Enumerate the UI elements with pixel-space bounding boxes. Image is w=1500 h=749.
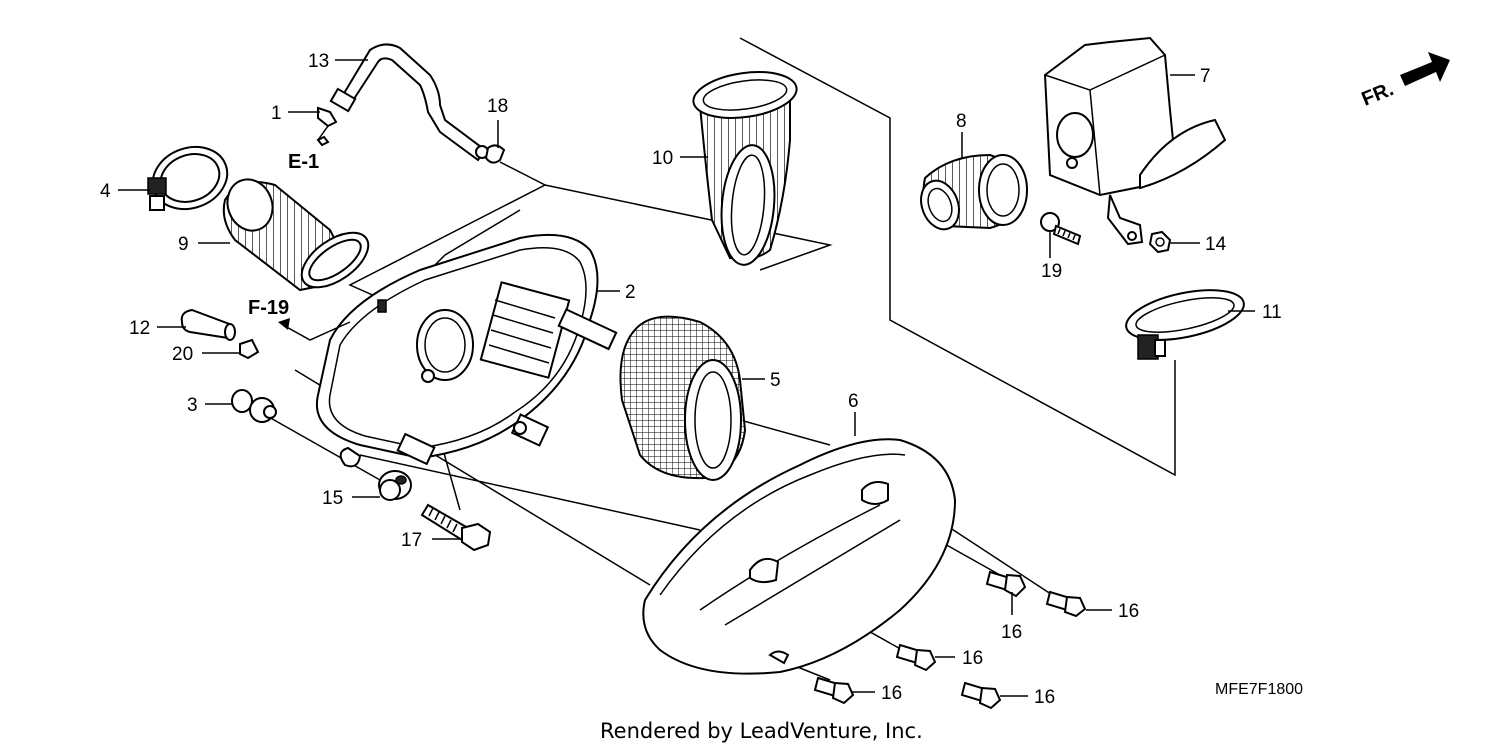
joint-tube-8: [920, 153, 1028, 231]
callout-1: 1: [271, 103, 282, 124]
callout-4: 4: [100, 181, 111, 202]
screw-16-d: [813, 676, 855, 705]
reference-e1[interactable]: E-1: [288, 151, 319, 173]
front-label: FR.: [1359, 78, 1397, 110]
front-direction-arrow: FR.: [1359, 52, 1450, 111]
callout-10: 10: [652, 148, 673, 169]
callout-2: 2: [625, 282, 636, 303]
callout-18: 18: [487, 96, 508, 117]
screw-16-b: [1045, 590, 1087, 618]
diagram-code: MFE7F1800: [1215, 681, 1303, 698]
hose-clip-1: [316, 106, 338, 147]
bolt-19: [1040, 212, 1082, 246]
hose-clip-18: [484, 144, 506, 164]
air-cleaner-cover: [642, 438, 957, 675]
callout-14: 14: [1205, 234, 1227, 255]
leader-lines: [118, 59, 1255, 697]
nut-14: [1148, 230, 1172, 254]
credit-text: Rendered by LeadVenture, Inc.: [600, 719, 923, 743]
drain-plug: [180, 308, 260, 360]
callout-20: 20: [172, 344, 193, 365]
bolt-17: [420, 503, 492, 552]
intake-duct: [692, 71, 798, 266]
callout-19: 19: [1041, 261, 1062, 282]
callout-8: 8: [956, 111, 967, 132]
callout-16-b: 16: [1118, 601, 1139, 622]
connecting-tube: [222, 178, 370, 292]
screw-16-c: [895, 643, 937, 672]
callout-7: 7: [1200, 66, 1211, 87]
callout-12: 12: [129, 318, 150, 339]
callout-17: 17: [401, 530, 422, 551]
callout-6: 6: [848, 391, 859, 412]
grommet-3: [231, 389, 277, 423]
hose-band-11: [1125, 289, 1245, 360]
reference-f19[interactable]: F-19: [248, 297, 289, 319]
callouts: 13 1 18 4 9 10 8 7 14 19 11 2 5 6 12 20 …: [100, 51, 1282, 708]
breather-hose: [329, 43, 489, 162]
hose-band: [147, 145, 229, 211]
callout-15: 15: [322, 488, 343, 509]
air-cleaner-case: [315, 233, 618, 468]
callout-9: 9: [178, 234, 189, 255]
callout-16-c: 16: [962, 648, 983, 669]
callout-16-a: 16: [1001, 622, 1022, 643]
screw-16-e: [960, 681, 1002, 710]
callout-16-d: 16: [881, 683, 902, 704]
callout-11: 11: [1262, 302, 1282, 323]
intake-cover: [1043, 36, 1227, 246]
callout-16-e: 16: [1034, 687, 1055, 708]
callout-3: 3: [187, 395, 198, 416]
screw-16-a: [985, 570, 1027, 598]
callout-5: 5: [770, 370, 781, 391]
grommet-15: [378, 470, 412, 501]
callout-13: 13: [308, 51, 329, 72]
air-filter-element: [619, 315, 747, 481]
